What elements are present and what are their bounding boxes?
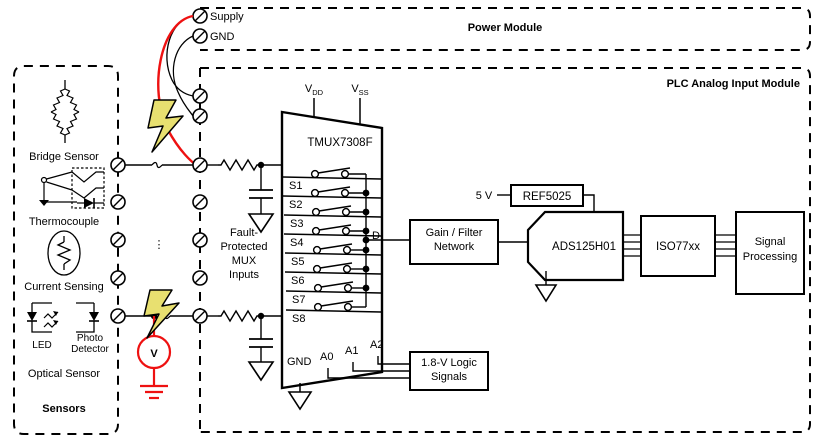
thermocouple-symbol xyxy=(39,167,105,209)
input-filter-cap-top xyxy=(247,161,275,234)
mux-pin-a0: A0 xyxy=(320,351,333,363)
thermocouple-label: Thermocouple xyxy=(29,216,99,228)
plc-input-terminal[interactable] xyxy=(192,157,208,173)
sensor-terminal[interactable] xyxy=(110,157,126,173)
mux-address-wires xyxy=(327,356,410,379)
cable-run-top xyxy=(125,161,193,169)
power-module-enclosure: Power Module xyxy=(200,7,811,51)
sensor-terminal[interactable] xyxy=(110,270,126,286)
mux-ground-symbol xyxy=(287,383,313,411)
reference-label: REF5025 xyxy=(523,191,572,203)
sensors-label: Sensors xyxy=(42,403,85,415)
mux-pin-a2: A2 xyxy=(370,339,383,351)
optical-sensor-label: Optical Sensor xyxy=(28,368,100,380)
led-label: LED xyxy=(32,340,51,351)
bridge-sensor-label: Bridge Sensor xyxy=(29,151,99,163)
isolator-label: ISO77xx xyxy=(656,241,700,253)
sensor-terminal[interactable] xyxy=(110,194,126,210)
photo-label: Photo xyxy=(77,333,104,344)
isolator-block xyxy=(640,215,716,277)
mux-pin-s7: S7 xyxy=(292,294,305,306)
logic-signals-block xyxy=(409,351,489,391)
mux-part-number: TMUX7308F xyxy=(307,137,372,149)
sensors-enclosure: Sensors xyxy=(13,65,119,435)
mux-supply-pins xyxy=(313,98,361,124)
gnd-terminal[interactable] xyxy=(192,28,208,44)
terminal-ellipsis: ⋮ xyxy=(154,239,165,251)
detector-label: Detector xyxy=(71,344,109,355)
mux-pin-gnd: GND xyxy=(287,356,312,368)
plc-terminal-column xyxy=(192,157,208,324)
gain-filter-line-2: Network xyxy=(434,241,475,253)
sensor-terminal[interactable] xyxy=(110,232,126,248)
supply-terminal[interactable] xyxy=(192,8,208,24)
lightning-bolt-icon xyxy=(143,289,180,339)
adc-label: ADS125H01 xyxy=(552,241,616,253)
current-sensing-symbol xyxy=(47,230,81,276)
series-resistor-bottom xyxy=(207,310,282,322)
mux-switch-array xyxy=(282,167,382,313)
plc-supply-terminal[interactable] xyxy=(192,88,208,104)
input-filter-cap-bottom xyxy=(247,312,275,382)
plc-module-enclosure: PLC Analog Input Module xyxy=(199,67,811,433)
plc-input-terminal[interactable] xyxy=(192,308,208,324)
signal-processing-line-2: Processing xyxy=(743,251,797,263)
mux-pin-s1: S1 xyxy=(289,180,302,192)
vdd-pin-label: VDD xyxy=(305,83,324,97)
series-resistor-top xyxy=(207,159,282,171)
supply-terminal-label: Supply xyxy=(210,11,244,23)
mux-input-note-line-1: Fault- xyxy=(230,227,258,239)
lightning-bolt-icon xyxy=(147,99,184,153)
mux-pin-d: D xyxy=(372,230,380,242)
plc-input-terminal[interactable] xyxy=(192,232,208,248)
vss-pin-label: VSS xyxy=(351,83,368,97)
power-module-label: Power Module xyxy=(468,22,543,34)
adc-block xyxy=(526,210,625,282)
mux-pin-s5: S5 xyxy=(291,256,304,268)
bridge-sensor-symbol xyxy=(50,80,80,143)
iso-processor-bus xyxy=(715,234,736,257)
reference-supply-label: 5 V xyxy=(476,190,493,202)
plc-gnd-terminal[interactable] xyxy=(192,108,208,124)
mux-drain-junctions xyxy=(362,189,370,292)
mux-pin-a1: A1 xyxy=(345,345,358,357)
plc-input-terminal[interactable] xyxy=(192,194,208,210)
sensor-terminal-column xyxy=(110,157,126,324)
sensor-terminal[interactable] xyxy=(110,308,126,324)
mux-pin-s6: S6 xyxy=(291,275,304,287)
mux-body xyxy=(280,110,384,390)
gain-filter-line-1: Gain / Filter xyxy=(426,227,483,239)
plc-input-terminal[interactable] xyxy=(192,270,208,286)
logic-signals-line-2: Signals xyxy=(431,371,468,383)
fault-source-label: V xyxy=(150,348,158,360)
gnd-terminal-label: GND xyxy=(210,31,235,43)
signal-processing-block xyxy=(735,211,805,295)
logic-signals-line-1: 1.8-V Logic xyxy=(421,357,477,369)
mux-pin-s8: S8 xyxy=(292,313,305,325)
signal-processing-line-1: Signal xyxy=(755,236,786,248)
mux-input-note-line-3: MUX xyxy=(232,255,257,267)
mux-pin-s3: S3 xyxy=(290,218,303,230)
plc-module-label: PLC Analog Input Module xyxy=(667,78,800,90)
adc-iso-bus xyxy=(623,234,641,257)
mux-input-note-line-2: Protected xyxy=(220,241,267,253)
mux-pin-s4: S4 xyxy=(290,237,303,249)
adc-ground-symbol xyxy=(534,271,558,303)
current-sensing-label: Current Sensing xyxy=(24,281,104,293)
mux-input-note-line-4: Inputs xyxy=(229,269,259,281)
optical-sensor-symbol xyxy=(27,302,99,333)
mux-pin-s2: S2 xyxy=(289,199,302,211)
